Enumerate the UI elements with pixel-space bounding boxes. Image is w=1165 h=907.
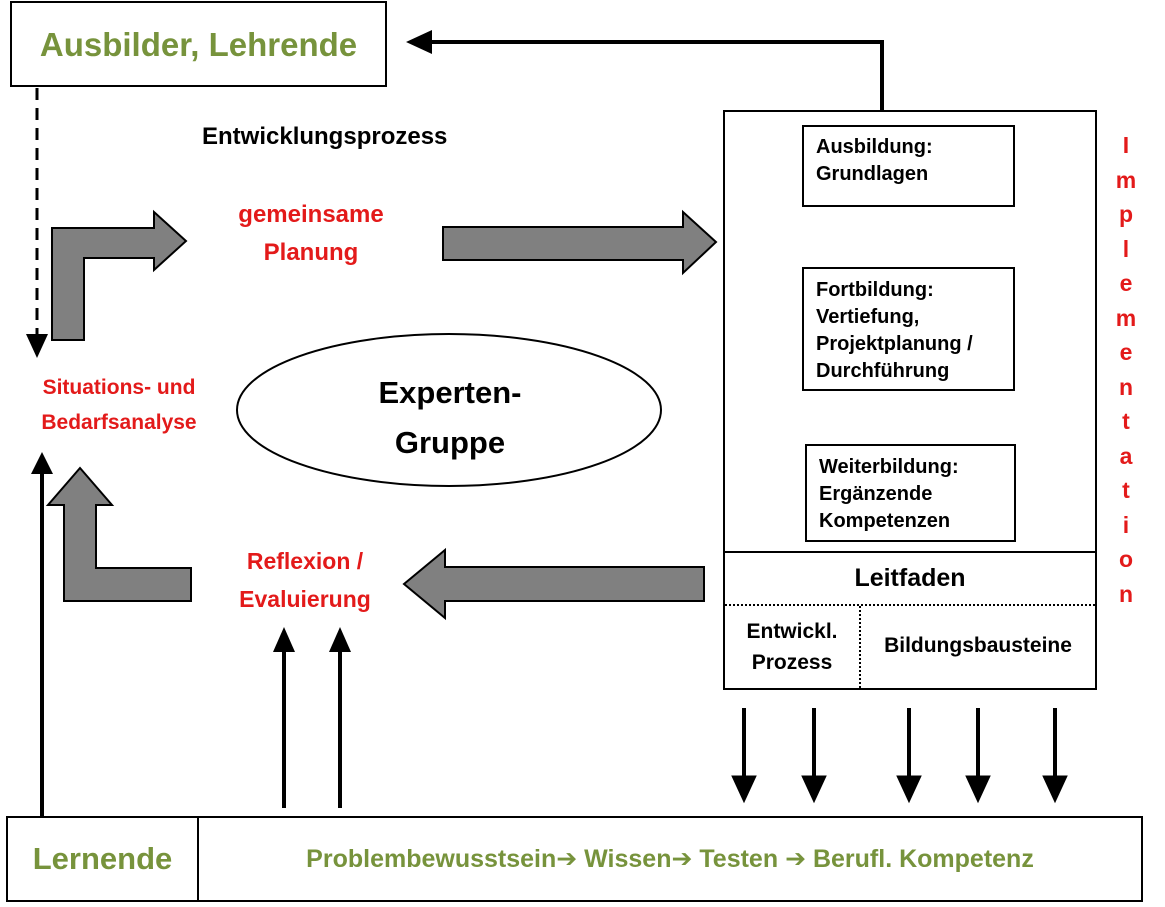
- fortbildung-line-2: Vertiefung,: [816, 306, 920, 328]
- training-box-weiterbildung: Weiterbildung: Ergänzende Kompetenzen: [805, 444, 1016, 542]
- analysis-label: Situations- und Bedarfsanalyse: [4, 370, 234, 440]
- implementation-letter: n: [1118, 373, 1134, 400]
- grey-arrow-guide-to-reflection: [402, 547, 705, 621]
- grey-bent-arrow-to-analysis: [45, 466, 192, 602]
- learners-progression: Problembewusstsein➔ Wissen➔ Testen ➔ Ber…: [199, 818, 1141, 900]
- expert-group-label: Experten- Gruppe: [300, 368, 600, 468]
- guide-title: Leitfaden: [854, 564, 966, 592]
- implementation-letter: m: [1115, 166, 1137, 193]
- arrows-guide-to-learners: [731, 708, 1068, 804]
- planning-label-line-1: gemeinsame: [238, 201, 384, 228]
- ausbildung-line-1: Ausbildung:: [816, 136, 933, 158]
- implementation-letter: l: [1122, 235, 1130, 262]
- implementation-letter: I: [1122, 132, 1130, 158]
- guide-left-line-2: Prozess: [751, 651, 833, 674]
- guide-left-cell: Entwickl. Prozess: [725, 616, 859, 678]
- reflection-label: Reflexion / Evaluierung: [195, 542, 415, 618]
- weiterbildung-line-2: Ergänzende: [819, 483, 933, 505]
- arrow-implementation-to-teacher-head: [406, 30, 432, 54]
- step-arrow-icon: ➔: [671, 845, 693, 873]
- guide-divider-vertical: [859, 606, 861, 688]
- fortbildung-line-1: Fortbildung:: [816, 279, 934, 301]
- implementation-letter: e: [1119, 270, 1133, 296]
- guide-divider-dotted: [725, 604, 1095, 606]
- learners-divider: [197, 816, 199, 902]
- step-problembewusstsein: Problembewusstsein: [306, 845, 557, 873]
- ausbildung-line-2: Grundlagen: [816, 163, 929, 185]
- reflection-label-line-2: Evaluierung: [239, 586, 371, 612]
- planning-label: gemeinsame Planung: [200, 196, 422, 272]
- guide-right-cell: Bildungsbausteine: [884, 634, 1072, 657]
- expert-group-ellipse: [236, 333, 662, 487]
- teacher-box: Ausbilder, Lehrende: [10, 1, 387, 87]
- guide-left-line-1: Entwickl.: [746, 620, 838, 643]
- fortbildung-line-4: Durchführung: [816, 360, 950, 382]
- step-testen: Testen: [699, 845, 779, 873]
- arrow-learners-to-analysis-head: [31, 452, 53, 474]
- dashed-arrow-head: [26, 334, 48, 358]
- fortbildung-line-3: Projektplanung /: [816, 333, 973, 355]
- learners-bar: [6, 816, 1143, 902]
- arrow-learners-to-reflection-2-head: [329, 627, 351, 652]
- analysis-label-line-1: Situations- und: [42, 376, 196, 399]
- arrow-learners-to-reflection-1-head: [273, 627, 295, 652]
- planning-label-line-2: Planung: [263, 239, 359, 266]
- process-heading: Entwicklungsprozess: [202, 123, 448, 150]
- implementation-letter: n: [1118, 580, 1134, 607]
- expert-group-line-2: Gruppe: [394, 425, 506, 460]
- step-arrow-icon: ➔: [556, 845, 578, 873]
- implementation-letter: t: [1122, 477, 1130, 503]
- implementation-letter: e: [1119, 339, 1133, 365]
- grey-bent-arrow-to-planning: [51, 209, 188, 341]
- implementation-letter: a: [1119, 442, 1133, 469]
- training-box-ausbildung: Ausbildung: Grundlagen: [802, 125, 1015, 207]
- learners-label: Lernende: [32, 841, 173, 876]
- arrow-implementation-to-teacher: [430, 40, 884, 110]
- implementation-letter: t: [1122, 408, 1130, 434]
- step-wissen: Wissen: [584, 845, 672, 873]
- step-berufl-kompetenz: Berufl. Kompetenz: [812, 845, 1034, 873]
- guide-divider-top: [723, 551, 1097, 553]
- teacher-label: Ausbilder, Lehrende: [39, 26, 358, 63]
- grey-arrow-planning-to-implementation: [442, 209, 718, 276]
- step-arrow-icon: ➔: [785, 845, 807, 873]
- implementation-letter: m: [1115, 304, 1137, 331]
- reflection-label-line-1: Reflexion /: [246, 548, 364, 574]
- analysis-label-line-2: Bedarfsanalyse: [41, 411, 197, 434]
- training-box-fortbildung: Fortbildung: Vertiefung, Projektplanung …: [802, 267, 1015, 391]
- weiterbildung-line-3: Kompetenzen: [819, 510, 951, 532]
- implementation-letter: p: [1118, 201, 1134, 227]
- weiterbildung-line-1: Weiterbildung:: [819, 456, 959, 478]
- expert-group-line-1: Experten-: [378, 375, 522, 410]
- implementation-letter: o: [1118, 546, 1134, 572]
- implementation-letter: i: [1122, 511, 1130, 538]
